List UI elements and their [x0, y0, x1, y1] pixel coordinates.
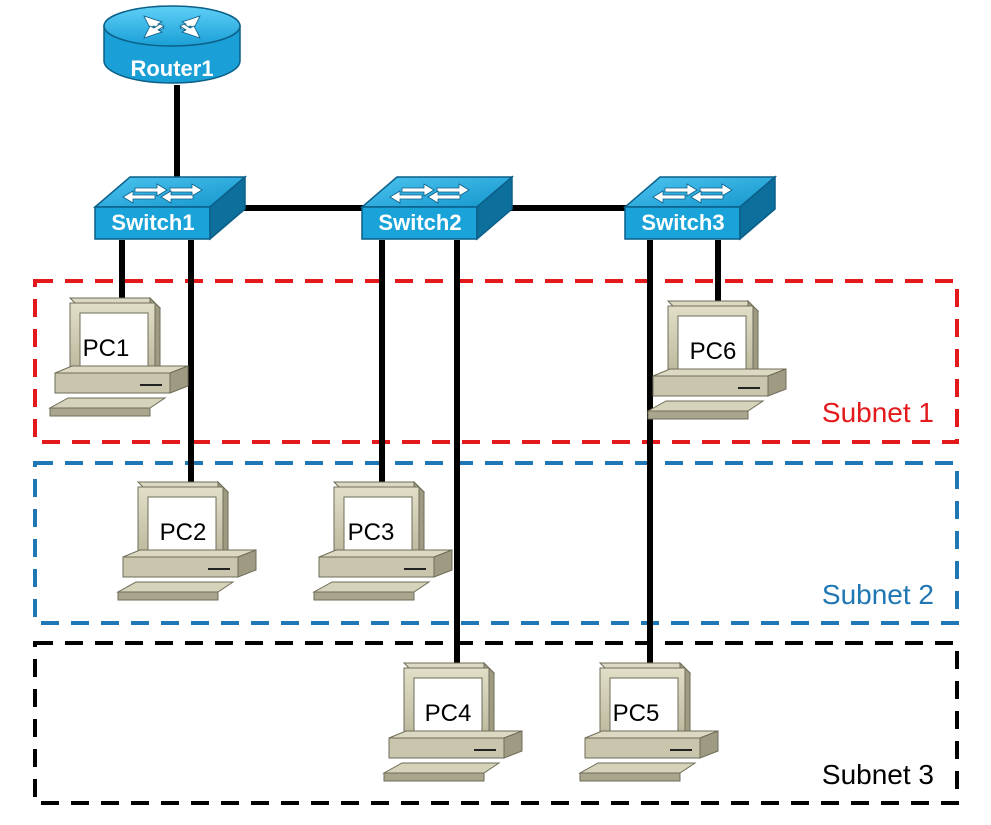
switch1[interactable]: Switch1 [94, 176, 246, 240]
pc3-label: PC3 [348, 519, 395, 546]
subnet1-box [33, 279, 959, 444]
switch2-label: Switch2 [378, 210, 461, 235]
pc5[interactable]: PC5 [579, 662, 719, 782]
switch3[interactable]: Switch3 [624, 176, 776, 240]
pc2-label: PC2 [160, 519, 207, 546]
switch2[interactable]: Switch2 [361, 176, 513, 240]
switch1-label: Switch1 [111, 210, 194, 235]
router1[interactable]: Router1 [103, 5, 241, 84]
pc1[interactable]: PC1 [49, 297, 189, 417]
pc2[interactable]: PC2 [117, 481, 257, 601]
subnet1-label: Subnet 1 [822, 397, 934, 428]
pc4[interactable]: PC4 [383, 662, 523, 782]
pc4-label: PC4 [425, 700, 472, 727]
pc6[interactable]: PC6 [647, 300, 787, 420]
subnet2-box [33, 461, 959, 625]
subnet3-box [33, 641, 959, 805]
pc5-label: PC5 [613, 700, 660, 727]
links [119, 85, 721, 665]
subnet2-label: Subnet 2 [822, 579, 934, 610]
router1-label: Router1 [130, 56, 213, 81]
pc1-label: PC1 [83, 335, 130, 362]
pc3[interactable]: PC3 [313, 481, 453, 601]
subnet3-label: Subnet 3 [822, 759, 934, 790]
router-arrows-icon [143, 15, 201, 39]
pc6-label: PC6 [690, 338, 737, 365]
switch3-label: Switch3 [641, 210, 724, 235]
